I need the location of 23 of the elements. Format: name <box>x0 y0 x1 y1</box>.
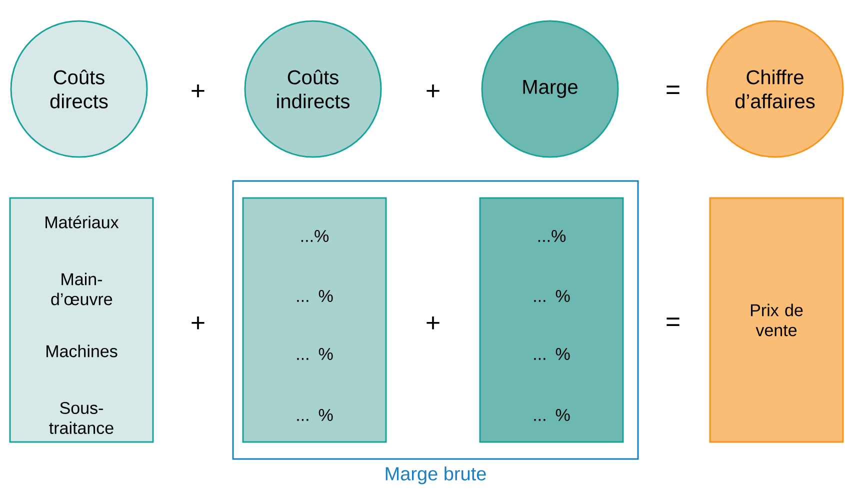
list-box <box>9 197 154 443</box>
operator-sign: + <box>192 84 204 98</box>
operator-sign: = <box>666 86 680 94</box>
list-item: ... % <box>534 348 570 360</box>
operator-sign: + <box>192 316 204 330</box>
list-box <box>479 197 624 443</box>
list-item: Sous-traitance <box>49 402 114 434</box>
list-item: ... % <box>297 290 333 302</box>
list-box <box>242 197 387 443</box>
list-item: ...% <box>538 230 566 242</box>
list-item: ... % <box>534 409 570 421</box>
price-box: Prix de vente <box>709 197 844 443</box>
list-item: Machines <box>46 344 118 358</box>
list-item: ... % <box>297 348 333 360</box>
list-item: ... % <box>534 290 570 302</box>
node-label: Marge brute <box>386 466 486 484</box>
list-item: Matériaux <box>46 216 119 228</box>
operator-sign: = <box>666 318 680 326</box>
list-item: Main-d’œuvre <box>51 272 112 306</box>
list-item: ...% <box>301 230 329 242</box>
operator-sign: + <box>426 316 440 330</box>
operator-sign: + <box>426 84 440 98</box>
list-item: ... % <box>297 409 333 421</box>
